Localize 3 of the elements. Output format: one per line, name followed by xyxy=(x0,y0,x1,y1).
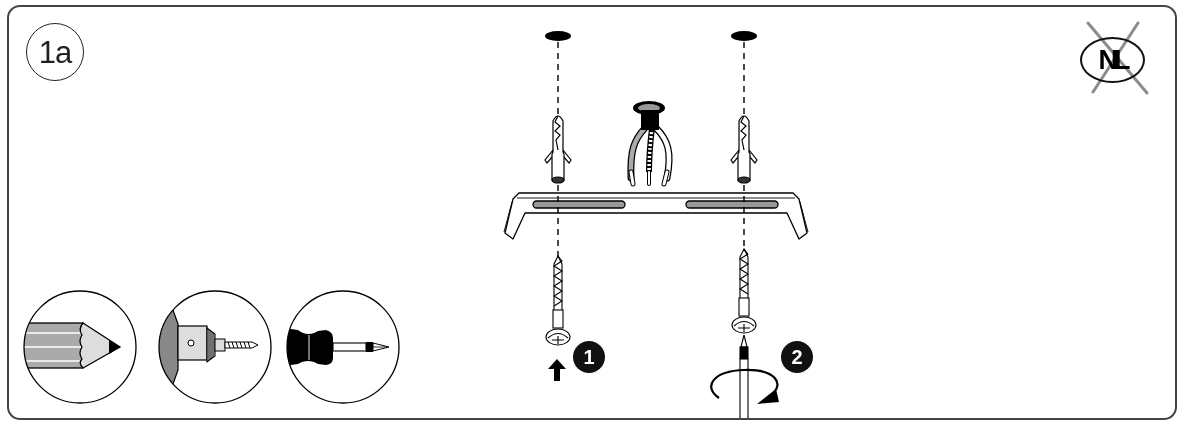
country-code: NL xyxy=(1080,37,1145,83)
step-number: 2 xyxy=(781,341,813,373)
step-number: 1 xyxy=(573,341,605,373)
